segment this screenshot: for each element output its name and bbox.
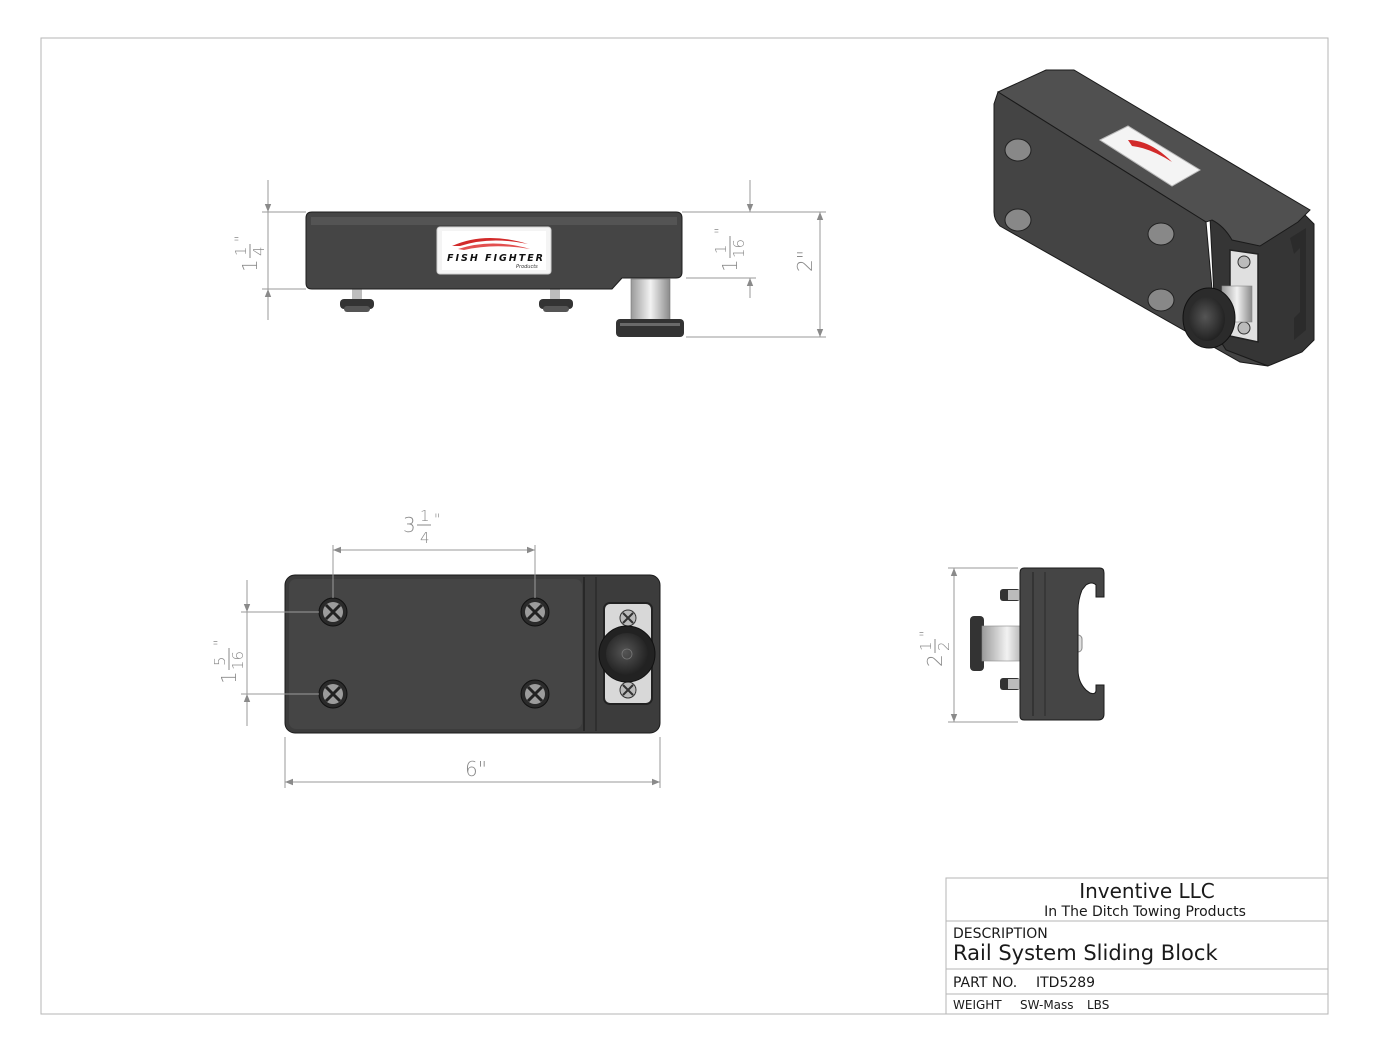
svg-text:": " (434, 512, 440, 528)
screw-icon (520, 597, 550, 627)
sheet-border (40, 37, 1329, 1015)
screw-icon (318, 597, 348, 627)
isometric-view (993, 69, 1315, 367)
screw-icon (318, 679, 348, 709)
side-knob-cap (616, 319, 684, 337)
svg-text:1: 1 (917, 641, 935, 651)
dim-side-step: 1 1 16 " (712, 228, 748, 272)
svg-text:5: 5 (211, 656, 229, 666)
side-dimensions (262, 180, 826, 338)
dim-overall-length: 6" (465, 757, 487, 781)
side-knob-shaft (630, 278, 671, 322)
dim-hole-vertical: 1 5 16 " (211, 640, 247, 684)
svg-text:1: 1 (712, 244, 730, 254)
svg-text:": " (713, 228, 729, 234)
end-channel (1019, 567, 1105, 721)
description-value: Rail System Sliding Block (953, 941, 1218, 965)
weight-unit: LBS (1087, 998, 1109, 1012)
svg-text:2: 2 (935, 641, 953, 651)
side-view: FISH FIGHTER Products (305, 211, 684, 337)
part-number: ITD5289 (1036, 975, 1095, 991)
weight-label: WEIGHT (953, 998, 1002, 1012)
company-division: In The Ditch Towing Products (1044, 904, 1246, 920)
svg-text:1: 1 (238, 259, 262, 272)
end-view (970, 567, 1105, 721)
svg-text:": " (918, 631, 934, 637)
svg-text:16: 16 (730, 239, 748, 258)
top-dimensions (241, 545, 661, 788)
title-block: Inventive LLC In The Ditch Towing Produc… (945, 877, 1329, 1015)
svg-text:4: 4 (420, 529, 430, 547)
logo-brand: FISH FIGHTER (447, 253, 543, 264)
side-bolt-right (539, 289, 573, 312)
svg-text:1: 1 (232, 246, 250, 256)
company-name: Inventive LLC (1079, 879, 1215, 903)
svg-text:16: 16 (229, 651, 247, 670)
dim-side-height: 1 1 4 " (232, 236, 268, 272)
dim-hole-spacing: 3 1 4 " (403, 507, 440, 547)
svg-text:3: 3 (403, 513, 416, 537)
dim-side-total: 2" (793, 250, 817, 272)
svg-text:2": 2" (793, 250, 817, 272)
fish-fighter-logo: FISH FIGHTER Products (436, 226, 552, 275)
svg-text:1: 1 (718, 259, 742, 272)
weight-value: SW-Mass (1020, 998, 1074, 1012)
top-view (284, 574, 661, 734)
dim-end-width: 2 1 2 " (917, 631, 953, 667)
svg-text:1: 1 (217, 671, 241, 684)
screw-icon (520, 679, 550, 709)
svg-text:": " (233, 236, 249, 242)
description-label: DESCRIPTION (953, 926, 1048, 942)
part-label: PART NO. (953, 975, 1017, 991)
logo-sub: Products (516, 264, 538, 270)
side-bolt-left (340, 289, 374, 312)
svg-text:2: 2 (923, 654, 947, 667)
svg-text:1: 1 (420, 507, 430, 525)
end-dimensions (948, 567, 1018, 723)
svg-text:4: 4 (250, 246, 268, 256)
svg-text:": " (212, 640, 228, 646)
